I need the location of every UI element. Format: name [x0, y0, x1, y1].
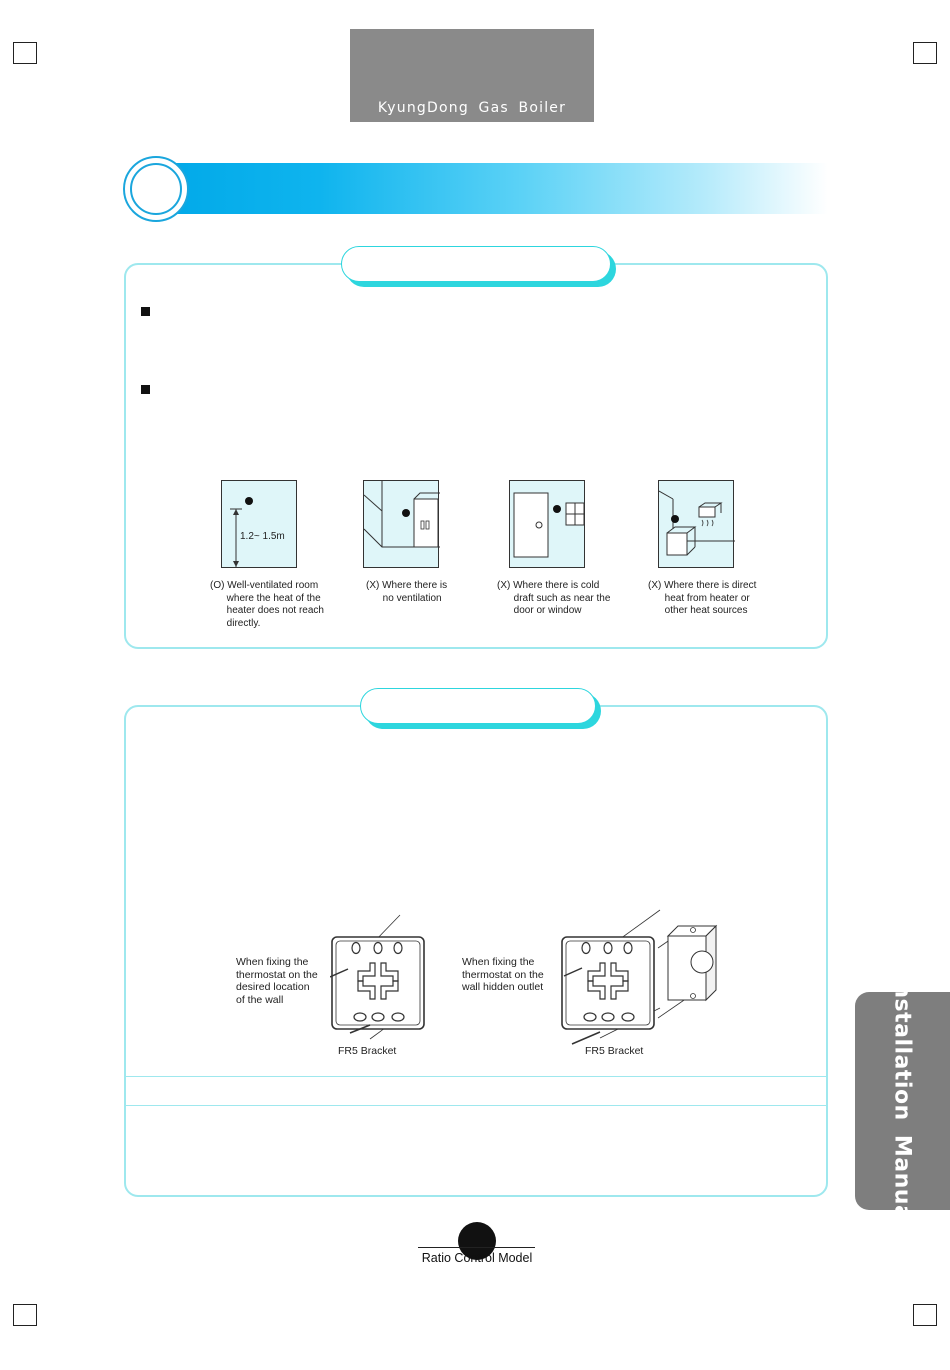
right-bracket-label: FR5 Bracket	[585, 1045, 644, 1057]
figure-cold-draft	[509, 480, 585, 568]
figure-direct-heat-drawing	[659, 490, 735, 556]
figure-cold-draft-drawing	[513, 492, 585, 558]
caption-cold-draft: (X) Where there is cold draft such as ne…	[497, 580, 611, 616]
figure-direct-heat	[658, 480, 735, 568]
bracket-right-drawing	[561, 909, 718, 1045]
location-section-pill	[341, 246, 616, 287]
pill-face	[341, 246, 611, 282]
header-title: KyungDong Gas Boiler	[377, 100, 567, 116]
caption-well-ventilated: (O) Well-ventilated room where the heat …	[210, 580, 324, 629]
figure-no-ventilation	[363, 480, 440, 568]
header-box: KyungDong Gas Boiler	[350, 29, 594, 122]
figure-no-ventilation-drawing	[364, 481, 440, 548]
crop-mark-top-left	[13, 42, 37, 64]
footer-model-name: Ratio Control Model	[421, 1251, 533, 1265]
bullet-square	[141, 385, 150, 394]
bullet-square	[141, 307, 150, 316]
height-dimension-label: 1.2~ 1.5m	[240, 531, 285, 542]
crop-mark-bottom-left	[13, 1304, 37, 1326]
side-tab-label: Installation Manual	[889, 973, 915, 1229]
banner-circle	[123, 156, 189, 222]
mounting-section-pill	[360, 688, 601, 729]
section-divider	[124, 1076, 828, 1077]
figure-well-ventilated-drawing	[230, 497, 253, 567]
right-mounting-note: When fixing the thermostat on the wall h…	[462, 956, 544, 993]
banner-circle-inner	[130, 163, 182, 215]
caption-direct-heat: (X) Where there is direct heat from heat…	[648, 580, 757, 616]
section-divider	[124, 1105, 828, 1106]
left-mounting-note: When fixing the thermostat on the desire…	[236, 956, 318, 1006]
left-bracket-label: FR5 Bracket	[338, 1045, 397, 1057]
page-number-dot	[458, 1222, 496, 1260]
section-banner	[150, 163, 828, 214]
crop-mark-top-right	[913, 42, 937, 64]
pill-face	[360, 688, 596, 724]
installation-manual-tab: Installation Manual	[855, 974, 950, 1228]
crop-mark-bottom-right	[913, 1304, 937, 1326]
caption-no-ventilation: (X) Where there is no ventilation	[366, 580, 448, 604]
bracket-left-drawing	[330, 914, 425, 1040]
footer-rule	[418, 1247, 535, 1248]
location-section	[124, 263, 828, 649]
figure-well-ventilated	[221, 480, 297, 568]
